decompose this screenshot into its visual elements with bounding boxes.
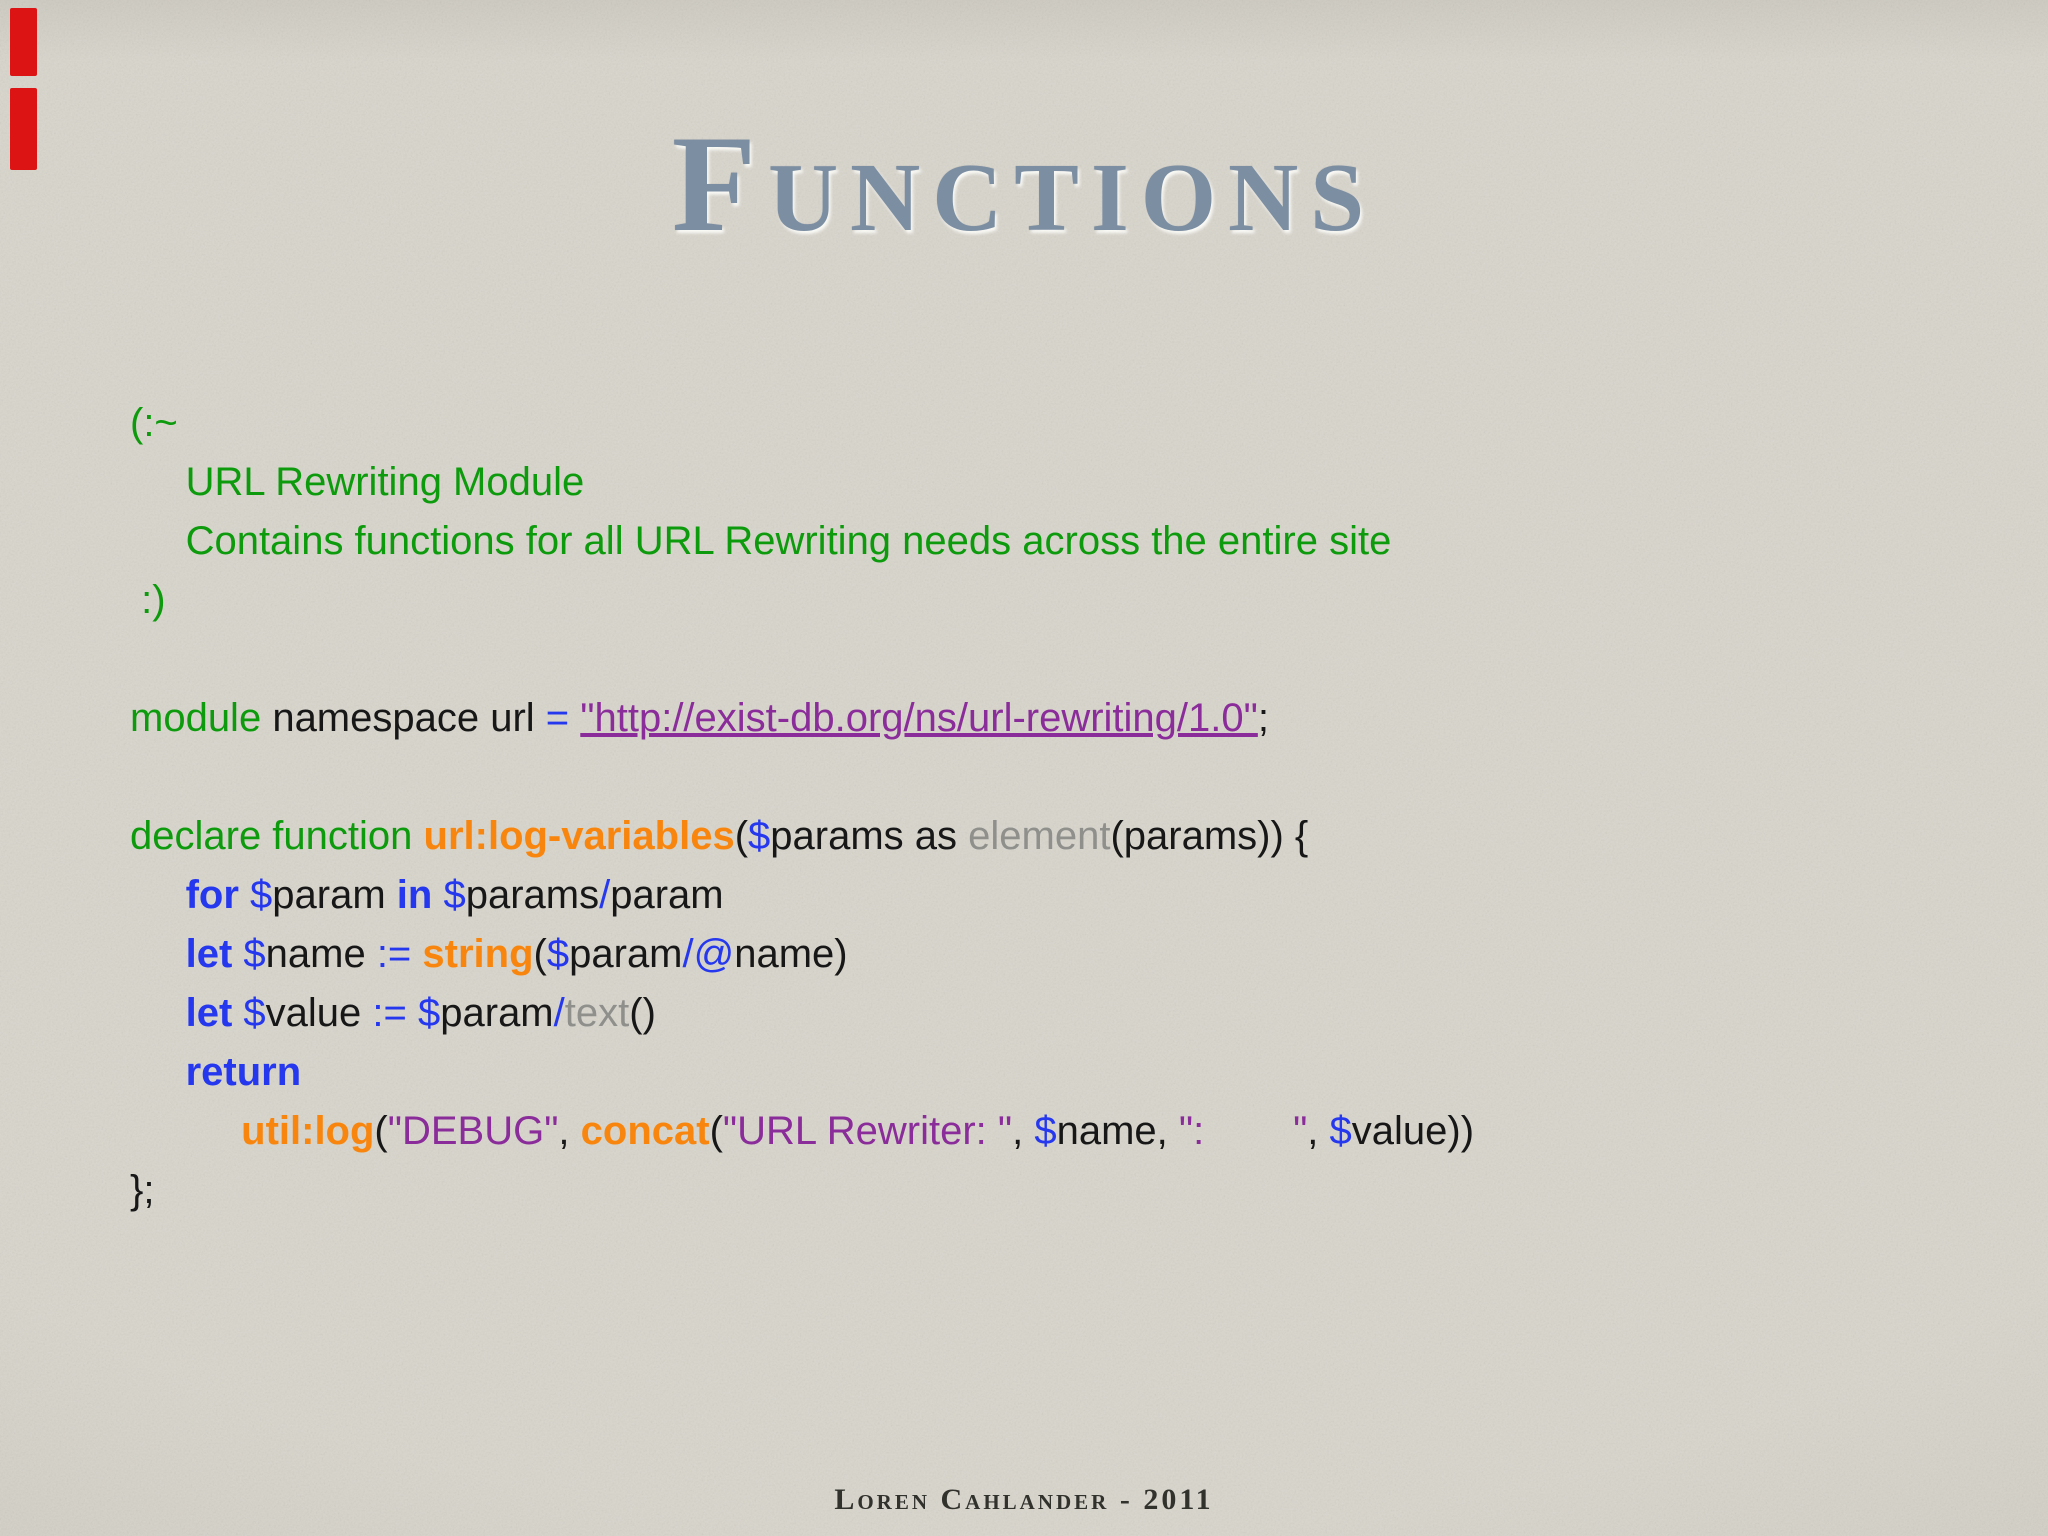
page-title: Functions: [671, 107, 1377, 260]
code-token: element: [968, 814, 1111, 858]
code-token: util:log: [241, 1109, 375, 1153]
code-token: (): [629, 991, 656, 1035]
code-line: for $param in $params/param: [130, 866, 2008, 925]
code-line: module namespace url = "http://exist-db.…: [130, 689, 2008, 748]
code-token: /: [553, 991, 565, 1035]
code-token: (: [734, 814, 749, 858]
code-token: ,: [558, 1109, 581, 1153]
footer-credit: Loren Cahlander - 2011: [834, 1483, 1214, 1516]
code-token: value: [1351, 1109, 1448, 1153]
code-token: [411, 932, 422, 976]
code-token: ": ": [1178, 1109, 1308, 1153]
code-token: $: [1034, 1109, 1057, 1153]
code-line: (:~: [130, 394, 2008, 453]
code-token: ,: [1156, 1109, 1179, 1153]
code-token: params as: [770, 814, 969, 858]
code-line: let $value := $param/text(): [130, 984, 2008, 1043]
code-token: URL Rewriting Module: [130, 460, 585, 504]
code-token: (params)) {: [1110, 814, 1309, 858]
code-token: $: [243, 991, 266, 1035]
code-token: name): [734, 932, 848, 976]
code-line: [130, 748, 2008, 807]
code-token: [130, 1050, 186, 1094]
code-token: let: [185, 991, 233, 1035]
code-line: };: [130, 1161, 2008, 1220]
code-token: in: [396, 873, 433, 917]
code-token: text: [564, 991, 630, 1035]
code-token: [432, 873, 443, 917]
red-edge-marker-bottom: [10, 88, 37, 170]
code-line: [130, 630, 2008, 689]
code-token: param: [610, 873, 724, 917]
code-line: return: [130, 1043, 2008, 1102]
code-token: /: [599, 873, 611, 917]
code-token: :=: [376, 932, 412, 976]
code-line: declare function url:log-variables($para…: [130, 807, 2008, 866]
code-token: "DEBUG": [387, 1109, 559, 1153]
namespace-url-link[interactable]: "http://exist-db.org/ns/url-rewriting/1.…: [580, 696, 1258, 740]
code-token: ,: [1012, 1109, 1035, 1153]
code-token: url:log-variables: [423, 814, 735, 858]
code-token: [407, 991, 418, 1035]
red-edge-marker-top: [10, 8, 37, 76]
code-token: $: [748, 814, 771, 858]
code-token: [130, 991, 186, 1035]
code-token: $: [1329, 1109, 1352, 1153]
code-token: let: [185, 932, 233, 976]
code-token: (: [709, 1109, 723, 1153]
code-line: util:log("DEBUG", concat("URL Rewriter: …: [130, 1102, 2008, 1161]
code-line: let $name := string($param/@name): [130, 925, 2008, 984]
code-token: [130, 1109, 241, 1153]
code-line: Contains functions for all URL Rewriting…: [130, 512, 2008, 571]
code-token: concat: [580, 1109, 710, 1153]
code-token: ;: [1257, 696, 1269, 740]
code-token: name: [265, 932, 377, 976]
code-token: string: [422, 932, 534, 976]
code-token: [232, 991, 243, 1035]
code-token: (:~: [130, 401, 178, 445]
code-token: param: [440, 991, 554, 1035]
code-token: name: [1056, 1109, 1157, 1153]
code-token: [130, 932, 186, 976]
code-token: $: [418, 991, 441, 1035]
code-token: namespace url: [261, 696, 546, 740]
code-token: };: [130, 1168, 155, 1212]
code-token: (: [533, 932, 547, 976]
code-token: [239, 873, 250, 917]
code-token: declare function: [130, 814, 424, 858]
code-token: $: [243, 932, 266, 976]
code-token: params: [465, 873, 600, 917]
code-token: =: [545, 696, 570, 740]
code-token: module: [130, 696, 262, 740]
code-block: (:~ URL Rewriting Module Contains functi…: [130, 394, 2008, 1220]
code-token: ,: [1307, 1109, 1330, 1153]
code-token: value: [265, 991, 373, 1035]
code-line: :): [130, 571, 2008, 630]
code-token: /@: [682, 932, 735, 976]
code-token: Contains functions for all URL Rewriting…: [130, 519, 1392, 563]
code-token: [569, 696, 580, 740]
code-token: :): [130, 578, 166, 622]
code-token: return: [185, 1050, 302, 1094]
code-token: $: [546, 932, 570, 976]
code-token: )): [1447, 1109, 1475, 1153]
code-token: "URL Rewriter: ": [722, 1109, 1013, 1153]
code-token: $: [443, 873, 466, 917]
code-token: param: [569, 932, 683, 976]
code-token: [130, 873, 186, 917]
code-token: $: [250, 873, 273, 917]
code-token: (: [374, 1109, 388, 1153]
code-token: param: [272, 873, 397, 917]
code-token: :=: [372, 991, 407, 1035]
code-line: URL Rewriting Module: [130, 453, 2008, 512]
code-token: for: [185, 873, 239, 917]
code-token: [232, 932, 243, 976]
